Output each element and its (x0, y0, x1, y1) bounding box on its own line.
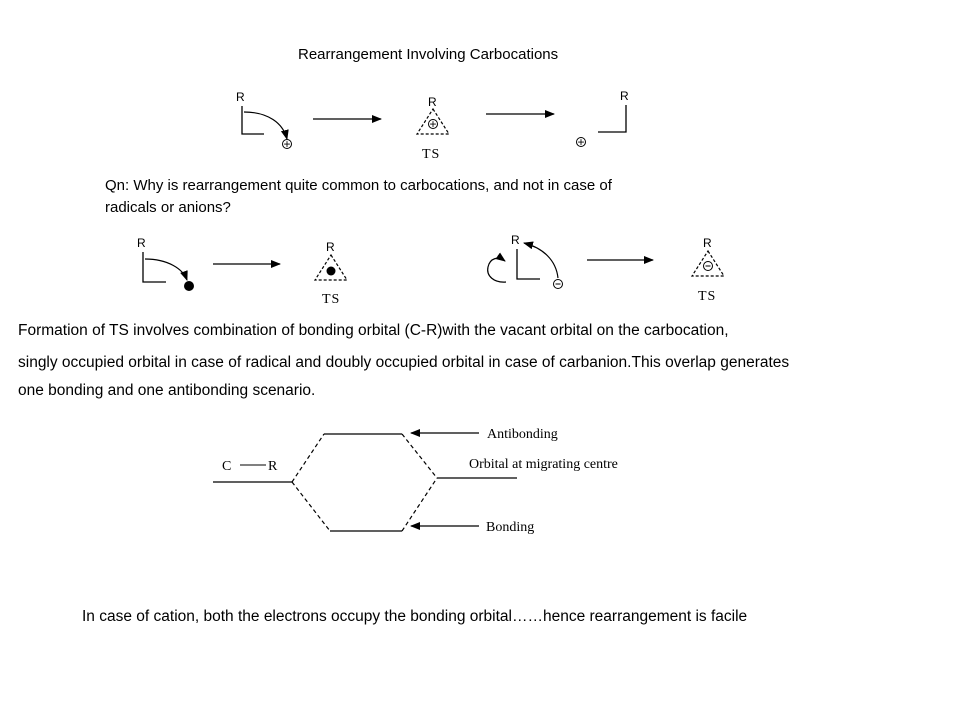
cation-ts-plus-charge: + (428, 117, 438, 131)
anion-minus-charge (553, 279, 563, 289)
cation-ts-label: TS (422, 147, 440, 162)
anion-curved-arrow (487, 252, 507, 283)
cation-plus-charge: + (282, 137, 292, 151)
radical-ts-r-label: R (326, 240, 335, 254)
cation-product: R + (576, 89, 629, 149)
radical-skeleton (142, 252, 166, 283)
cation-skeleton (241, 106, 264, 135)
question-text: Qn: Why is rearrangement quite common to… (105, 175, 612, 219)
radical-ts-dot (326, 266, 336, 276)
svg-text:+: + (429, 117, 436, 131)
conclusion-text: In case of cation, both the electrons oc… (82, 608, 748, 625)
mo-diagram: C R Antibonding Orbital at migrating cen… (213, 427, 618, 535)
radical-ts: R TS (313, 240, 349, 307)
anion-ts-triangle (690, 249, 726, 277)
correlation-lines (291, 433, 438, 532)
cation-ts-r-label: R (428, 95, 437, 109)
question-line-1: Qn: Why is rearrangement quite common to… (105, 177, 612, 194)
mo-c-label: C (222, 459, 231, 474)
cation-product-skeleton (598, 105, 627, 133)
slide-title: Rearrangement Involving Carbocations (298, 46, 559, 63)
anion-reactant: R (487, 233, 563, 289)
cation-r-label: R (236, 90, 245, 104)
radical-r-label: R (137, 236, 146, 250)
radical-reactant: R (137, 236, 194, 291)
radical-ts-label: TS (322, 292, 340, 307)
anion-ts-label: TS (698, 289, 716, 304)
question-line-2: radicals or anions? (105, 199, 231, 216)
cation-ts-triangle (415, 107, 451, 135)
migrating-centre-label: Orbital at migrating centre (469, 457, 618, 472)
cation-ts: R + TS (415, 95, 451, 162)
mo-r-label: R (268, 459, 278, 474)
explanation-line-3: one bonding and one antibonding scenario… (18, 382, 316, 399)
anion-r-label: R (511, 233, 520, 247)
svg-text:+: + (283, 137, 290, 151)
anion-ts-minus-charge (703, 261, 713, 271)
anion-skeleton (516, 249, 540, 280)
bonding-label: Bonding (486, 520, 534, 535)
explanation-line-1: Formation of TS involves combination of … (18, 322, 729, 339)
radical-dot (184, 281, 194, 291)
cation-migration-arrow (243, 111, 289, 140)
radical-ts-triangle (313, 253, 349, 281)
cation-product-plus-charge: + (576, 135, 586, 149)
anion-migration-arrow (523, 241, 559, 279)
antibonding-label: Antibonding (487, 427, 558, 442)
svg-text:+: + (577, 135, 584, 149)
anion-ts-r-label: R (703, 236, 712, 250)
anion-ts: R TS (690, 236, 726, 304)
explanation-line-2: singly occupied orbital in case of radic… (18, 354, 790, 371)
radical-migration-arrow (144, 258, 188, 281)
cation-reactant: R + (236, 90, 292, 151)
cation-product-r-label: R (620, 89, 629, 103)
